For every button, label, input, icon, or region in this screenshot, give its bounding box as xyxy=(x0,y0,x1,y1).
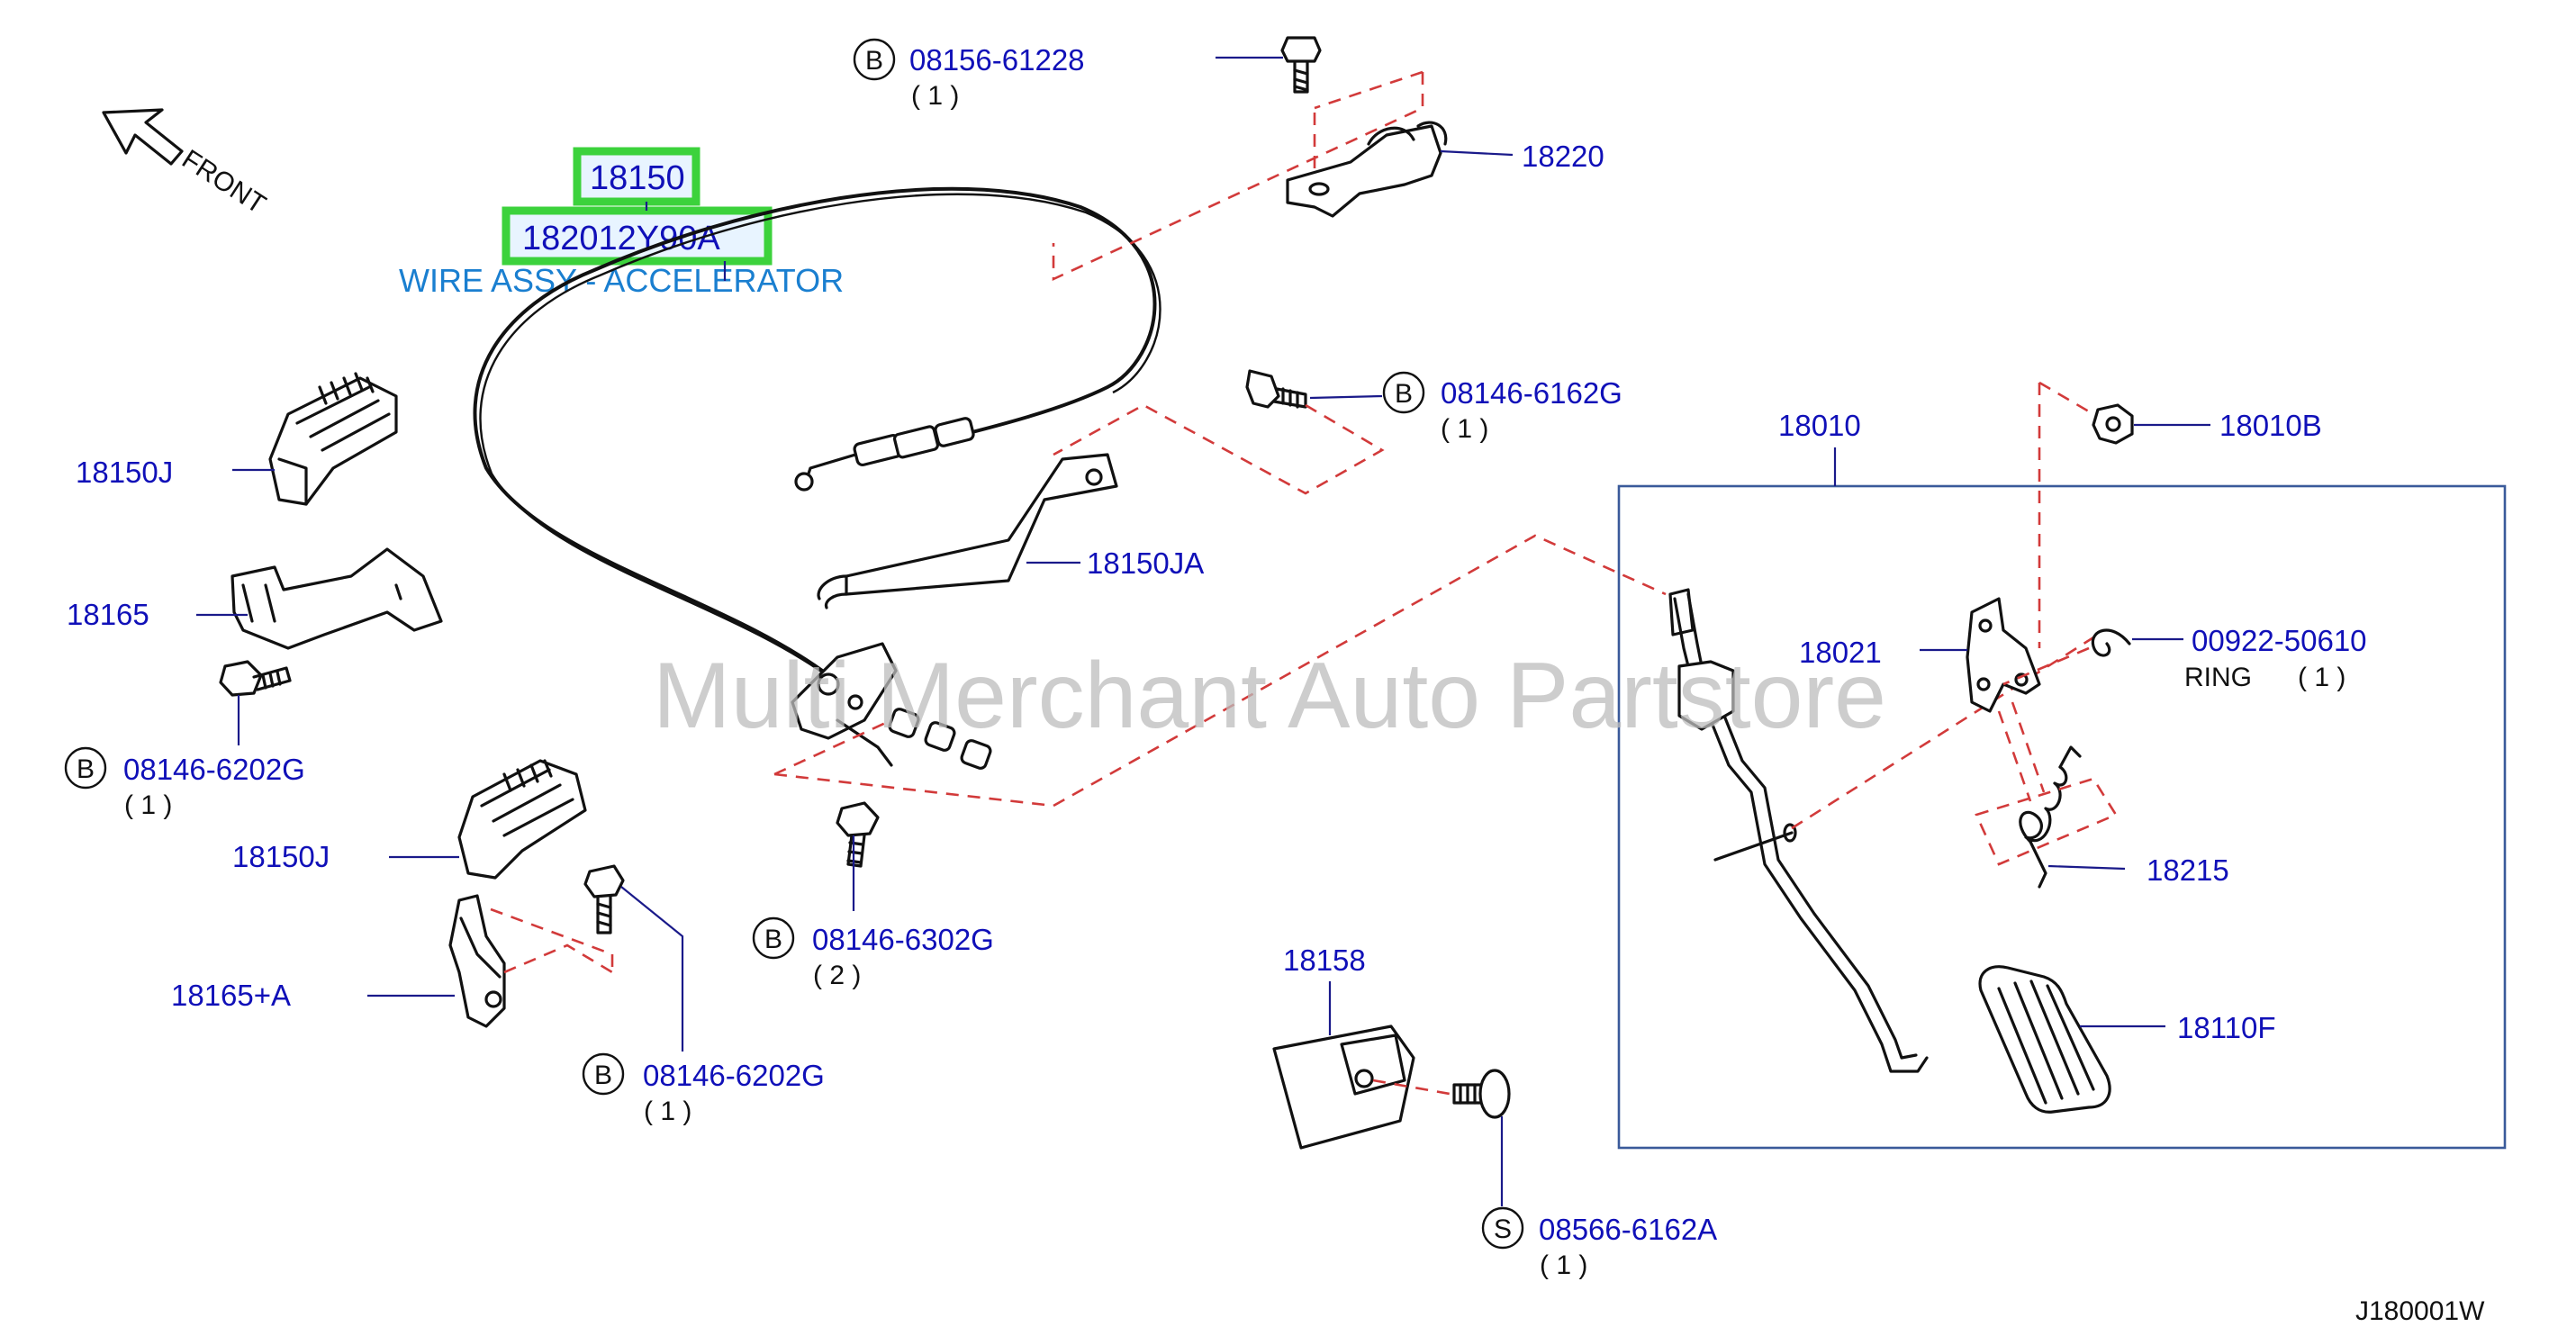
part-label-182012y90a[interactable]: 182012Y90A xyxy=(522,220,720,257)
part-label-18150[interactable]: 18150 xyxy=(590,159,685,197)
pedal-arm-icon xyxy=(1668,588,1929,1073)
circle-b-08156 xyxy=(853,38,896,81)
ring-label: RING xyxy=(2184,663,2252,692)
part-label-18220[interactable]: 18220 xyxy=(1522,140,1604,173)
bolt-08146-6202g-bottom-icon xyxy=(583,864,625,934)
bolt-08146-6202g-left-icon xyxy=(219,660,292,697)
svg-text:B: B xyxy=(594,1061,612,1090)
clip-18150j-bottom-icon xyxy=(457,759,587,880)
part-label-08156-61228[interactable]: 08156-61228 xyxy=(909,43,1085,77)
svg-text:S: S xyxy=(1494,1214,1512,1244)
highlight-box-18150 xyxy=(573,147,700,206)
bracket-18165-icon xyxy=(230,547,443,650)
cable-end-fitting xyxy=(794,417,975,492)
bolt-08146-6302g-icon xyxy=(836,801,880,868)
screw-08566-6162a-icon xyxy=(1452,1069,1511,1119)
part-description: WIRE ASSY - ACCELERATOR xyxy=(399,262,844,299)
part-label-18165a[interactable]: 18165+A xyxy=(171,979,291,1012)
qty-08146-6302g: ( 2 ) xyxy=(813,961,861,990)
circle-b-08146-6202g-left xyxy=(64,746,107,790)
svg-text:B: B xyxy=(865,46,883,76)
watermark: Multi Merchant Auto Partstore xyxy=(653,644,1886,748)
svg-text:B: B xyxy=(77,754,95,784)
part-label-00922-50610[interactable]: 00922-50610 xyxy=(2192,624,2367,657)
clip-18150j-top-icon xyxy=(268,372,398,506)
part-label-08566-6162a[interactable]: 08566-6162A xyxy=(1539,1213,1717,1246)
e-ring-00922-50610-icon xyxy=(2091,628,2131,657)
part-label-18158[interactable]: 18158 xyxy=(1283,943,1366,977)
qty-00922-50610: ( 1 ) xyxy=(2298,663,2346,692)
nut-18010b-icon xyxy=(2092,403,2134,445)
part-label-18150j-bottom[interactable]: 18150J xyxy=(232,840,330,873)
spring-18215-icon xyxy=(2019,745,2082,889)
qty-08146-6202g-bottom: ( 1 ) xyxy=(644,1097,691,1126)
part-label-08146-6302g[interactable]: 08146-6302G xyxy=(812,923,994,956)
pedal-pad-18110f-icon xyxy=(1978,965,2111,1114)
circle-b-08146-6202g-bottom xyxy=(582,1052,625,1096)
part-label-18215[interactable]: 18215 xyxy=(2147,853,2229,887)
circle-b-08146-6162g xyxy=(1382,371,1425,414)
qty-08146-6162g: ( 1 ) xyxy=(1441,414,1488,444)
part-label-18150j-top[interactable]: 18150J xyxy=(76,456,173,489)
front-label: FRONT xyxy=(176,144,271,220)
part-label-18010[interactable]: 18010 xyxy=(1778,409,1861,442)
svg-text:B: B xyxy=(1395,379,1413,409)
qty-08146-6202g-left: ( 1 ) xyxy=(124,790,172,820)
part-label-18165[interactable]: 18165 xyxy=(67,598,149,631)
accelerator-cable xyxy=(473,186,1157,677)
bracket-18158-icon xyxy=(1272,1025,1415,1150)
cable-mount-plate-icon xyxy=(791,642,992,770)
part-label-08146-6202g-left[interactable]: 08146-6202G xyxy=(123,753,305,786)
bracket-18021-icon xyxy=(1966,597,2041,713)
qty-08566-6162a: ( 1 ) xyxy=(1540,1250,1587,1280)
diagram-reference: J180001W xyxy=(2355,1296,2485,1326)
circle-s-08566 xyxy=(1481,1206,1524,1250)
part-label-18021[interactable]: 18021 xyxy=(1799,636,1882,669)
svg-text:B: B xyxy=(764,925,782,954)
bolt-08156-61228-icon xyxy=(1280,36,1322,94)
part-label-08146-6202g-bottom[interactable]: 08146-6202G xyxy=(643,1059,825,1092)
qty-08156-61228: ( 1 ) xyxy=(911,81,959,111)
part-label-18010b[interactable]: 18010B xyxy=(2219,409,2322,442)
bracket-18150ja-icon xyxy=(817,453,1118,609)
front-arrow-icon xyxy=(102,108,184,166)
bracket-18220-icon xyxy=(1286,121,1448,218)
part-label-18150ja[interactable]: 18150JA xyxy=(1087,546,1204,580)
part-label-18110f[interactable]: 18110F xyxy=(2177,1011,2275,1044)
circle-b-08146-6302g xyxy=(752,916,795,960)
assembly-box-18010 xyxy=(1617,484,2507,1150)
bracket-18165a-icon xyxy=(448,894,506,1028)
bolt-08146-6162g-icon xyxy=(1245,369,1307,409)
part-label-08146-6162g[interactable]: 08146-6162G xyxy=(1441,376,1622,410)
